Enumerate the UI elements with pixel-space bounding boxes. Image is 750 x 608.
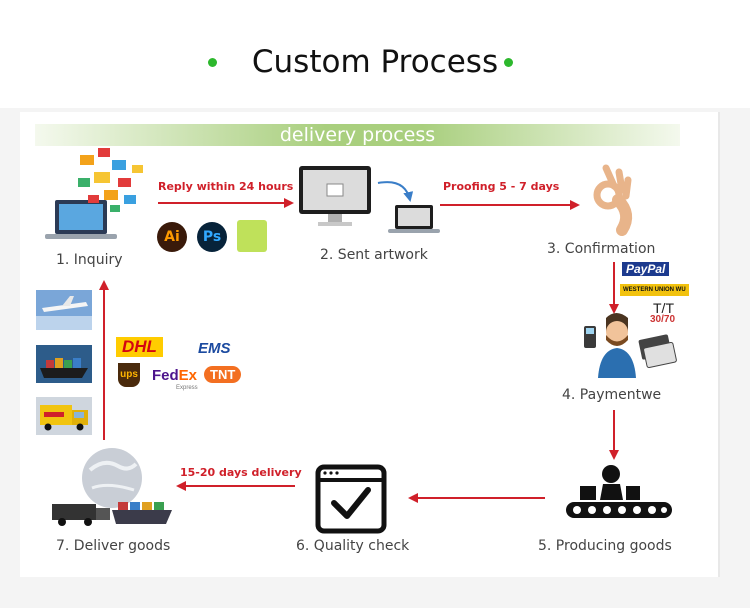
page-title: Custom Process <box>251 44 499 80</box>
truck-photo-icon <box>36 397 92 435</box>
tt-label: T/T <box>653 300 674 316</box>
step-label-producing: 5. Producing goods <box>538 538 672 554</box>
step-label-payment: 4. Paymentwe <box>562 387 662 403</box>
artwork-monitor-icon <box>299 166 371 226</box>
payment-person-icon <box>584 313 636 378</box>
step-label-confirmation: 3. Confirmation <box>547 241 656 257</box>
paypal-logo: PayPal <box>622 262 670 276</box>
header-area <box>0 0 750 108</box>
bullet-dot-right <box>504 58 513 67</box>
dhl-logo: DHL <box>116 337 163 357</box>
arrow-label-proofing: Proofing 5 - 7 days <box>443 180 560 193</box>
photoshop-icon: Ps <box>197 222 227 252</box>
banner-title: delivery process <box>279 124 436 146</box>
coreldraw-icon <box>237 220 267 252</box>
artwork-laptop-icon <box>388 205 440 233</box>
inquiry-laptop-icon <box>45 200 117 239</box>
fedex-logo: FedEx Express <box>152 367 198 391</box>
tnt-logo: TNT <box>204 366 242 383</box>
tt-ratio: 30/70 <box>650 314 676 325</box>
arrow-label-delivery: 15-20 days delivery <box>180 466 302 479</box>
illustrator-icon: Ai <box>157 222 187 252</box>
credit-card-icon <box>638 334 677 369</box>
step-label-inquiry: 1. Inquiry <box>56 252 123 268</box>
transfer-arrow-icon <box>377 181 414 202</box>
deliver-goods-icon <box>52 448 172 526</box>
quality-check-icon <box>315 464 387 534</box>
step-label-sent-artwork: 2. Sent artwork <box>320 247 428 263</box>
western-union-logo: WESTERN UNION WU <box>620 284 689 296</box>
process-banner: delivery process <box>35 124 680 146</box>
envelope-cluster-icon <box>78 148 143 212</box>
ok-hand-icon <box>593 164 633 236</box>
step-label-quality: 6. Quality check <box>296 538 410 554</box>
ems-logo: EMS <box>198 340 231 357</box>
airplane-photo-icon <box>36 290 92 330</box>
fedex-ex: Ex <box>178 367 198 384</box>
fedex-express: Express <box>176 385 198 391</box>
production-conveyor-icon <box>566 465 672 518</box>
step-label-deliver: 7. Deliver goods <box>56 538 171 554</box>
ups-logo: ups <box>118 363 140 387</box>
fedex-fed: Fed <box>152 367 179 384</box>
bullet-dot-left <box>208 58 217 67</box>
arrow-label-reply: Reply within 24 hours <box>158 180 294 193</box>
cargo-ship-photo-icon <box>36 345 92 383</box>
